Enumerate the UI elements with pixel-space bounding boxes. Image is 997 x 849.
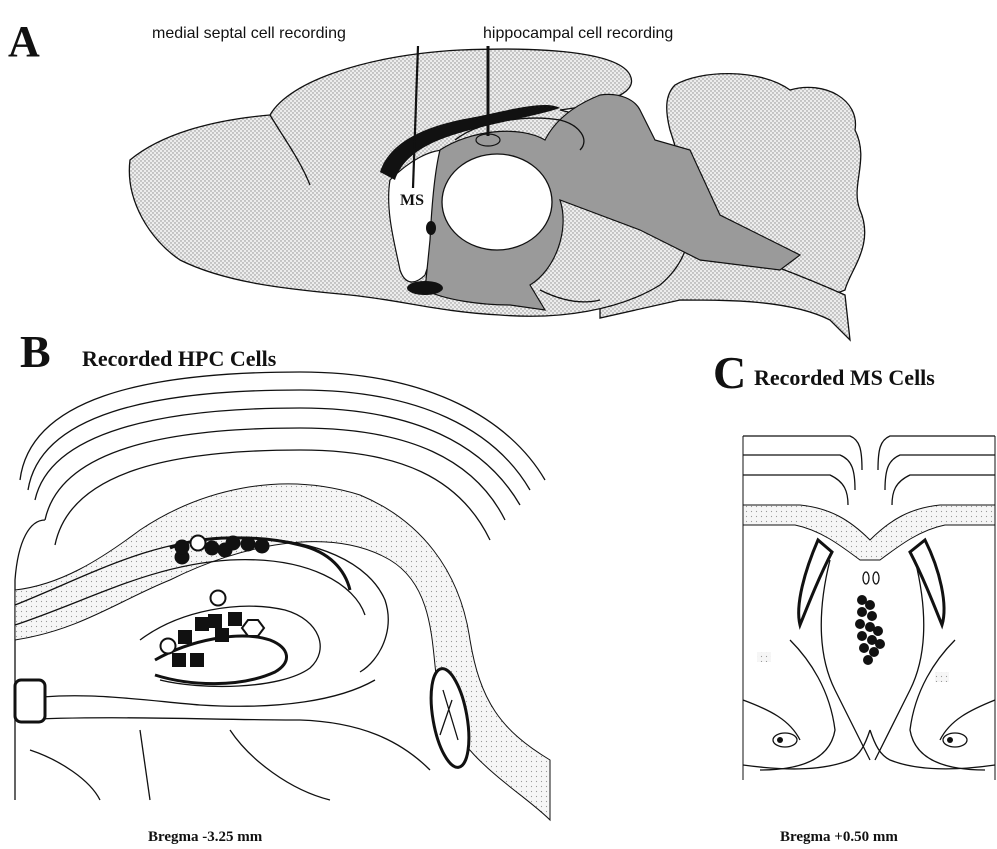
panel-a: A medial septal cell recording hippocamp…	[8, 17, 865, 340]
thalamus-line-3	[30, 750, 100, 800]
optic-chiasm	[407, 281, 443, 295]
hpc-cell-square	[172, 653, 186, 667]
ventral-dot-left	[777, 737, 783, 743]
thalamus-oval	[442, 154, 552, 250]
ms-ventricle-right	[910, 540, 944, 625]
ms-cortex-right-1	[878, 436, 995, 470]
panel-b-title: Recorded HPC Cells	[82, 346, 277, 371]
stipple-patch-right	[935, 672, 949, 682]
hpc-cell-hexagon	[242, 620, 264, 636]
white-matter-band	[15, 484, 550, 820]
fimbria-line	[15, 718, 430, 770]
septum-mark-2	[873, 572, 879, 584]
anterior-commissure	[426, 221, 436, 235]
accumbens-left	[773, 733, 797, 747]
septum-mark-1	[863, 572, 869, 584]
hpc-cell-square	[215, 628, 229, 642]
hpc-cell-square	[178, 630, 192, 644]
panel-b-letter: B	[20, 326, 51, 377]
ventral-dot-right	[947, 737, 953, 743]
hpc-cell-square	[195, 617, 209, 631]
ms-cell	[869, 647, 879, 657]
ms-corpus-callosum	[743, 505, 995, 560]
ms-cell	[859, 643, 869, 653]
ms-cell	[863, 655, 873, 665]
ms-cortex-left-1	[743, 436, 862, 470]
ms-cell-cluster	[855, 595, 885, 665]
ms-cortex-right-3	[892, 475, 995, 505]
hpc-cell-square	[228, 612, 242, 626]
thalamus-line-1	[140, 730, 150, 800]
ms-probe-label: medial septal cell recording	[152, 25, 346, 42]
stipple-patch-left	[757, 652, 771, 662]
ms-cell	[855, 619, 865, 629]
ms-cell	[873, 626, 883, 636]
ms-cortex-left-2	[743, 455, 855, 490]
hpc-cell-open	[161, 639, 176, 654]
hpc-cell-filled	[226, 536, 241, 551]
striatum-right	[910, 640, 985, 770]
accumbens-right	[943, 733, 967, 747]
septum-left	[821, 560, 870, 760]
septum-right	[875, 560, 924, 760]
thalamus-line-2	[230, 730, 330, 800]
hpc-cell-filled	[255, 539, 270, 554]
habenula-box	[15, 680, 45, 722]
ms-label: MS	[400, 192, 424, 209]
ms-cell	[867, 611, 877, 621]
hpc-cell-square	[208, 614, 222, 628]
ms-cell	[875, 639, 885, 649]
ventral-right-edge	[870, 730, 995, 769]
hpc-cell-filled	[205, 541, 220, 556]
panel-b: B Recorded HPC Cells	[15, 326, 550, 845]
cortex-layer-2	[28, 390, 530, 490]
hpc-probe-label: hippocampal cell recording	[483, 25, 673, 42]
hpc-cell-filled	[175, 540, 190, 555]
ms-cortex-right-2	[885, 455, 995, 490]
panel-b-caption: Bregma -3.25 mm	[148, 829, 263, 845]
panel-c-caption: Bregma +0.50 mm	[780, 829, 898, 845]
panel-c: C Recorded MS Cells	[713, 347, 995, 845]
cortex-layer-1	[20, 372, 545, 480]
panel-c-letter: C	[713, 347, 746, 398]
cortex-edge	[15, 520, 45, 800]
striatum-left	[760, 640, 835, 770]
ms-cell	[857, 631, 867, 641]
panel-c-title: Recorded MS Cells	[754, 365, 935, 390]
ms-cell	[865, 600, 875, 610]
hpc-cell-open	[191, 536, 206, 551]
ms-cell	[857, 607, 867, 617]
hpc-cell-square	[190, 653, 204, 667]
hpc-cell-open	[211, 591, 226, 606]
ms-ventricle-left	[799, 540, 832, 625]
hpc-cell-filled	[241, 537, 256, 552]
panel-a-letter: A	[8, 17, 40, 66]
ms-cortex-left-3	[743, 475, 848, 505]
